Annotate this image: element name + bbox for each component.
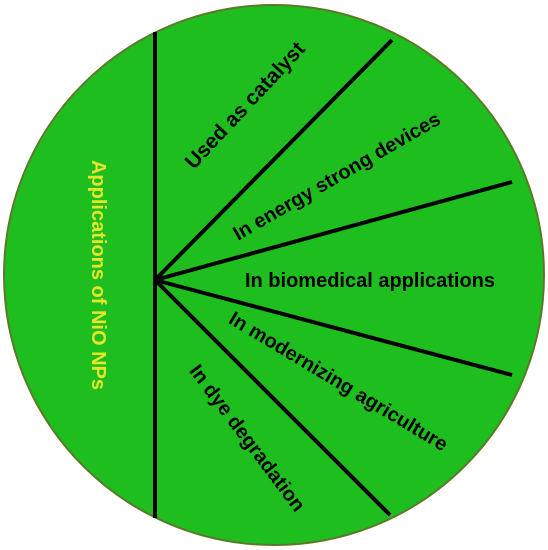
spoke-line [153,38,394,282]
branch-label-biomedical: In biomedical applications [245,270,495,292]
spoke-line [153,278,392,517]
center-title: Applications of NiO NPs [87,160,109,390]
spoke-line [154,180,513,282]
main-circle [3,4,545,546]
spoke-line [154,278,513,377]
